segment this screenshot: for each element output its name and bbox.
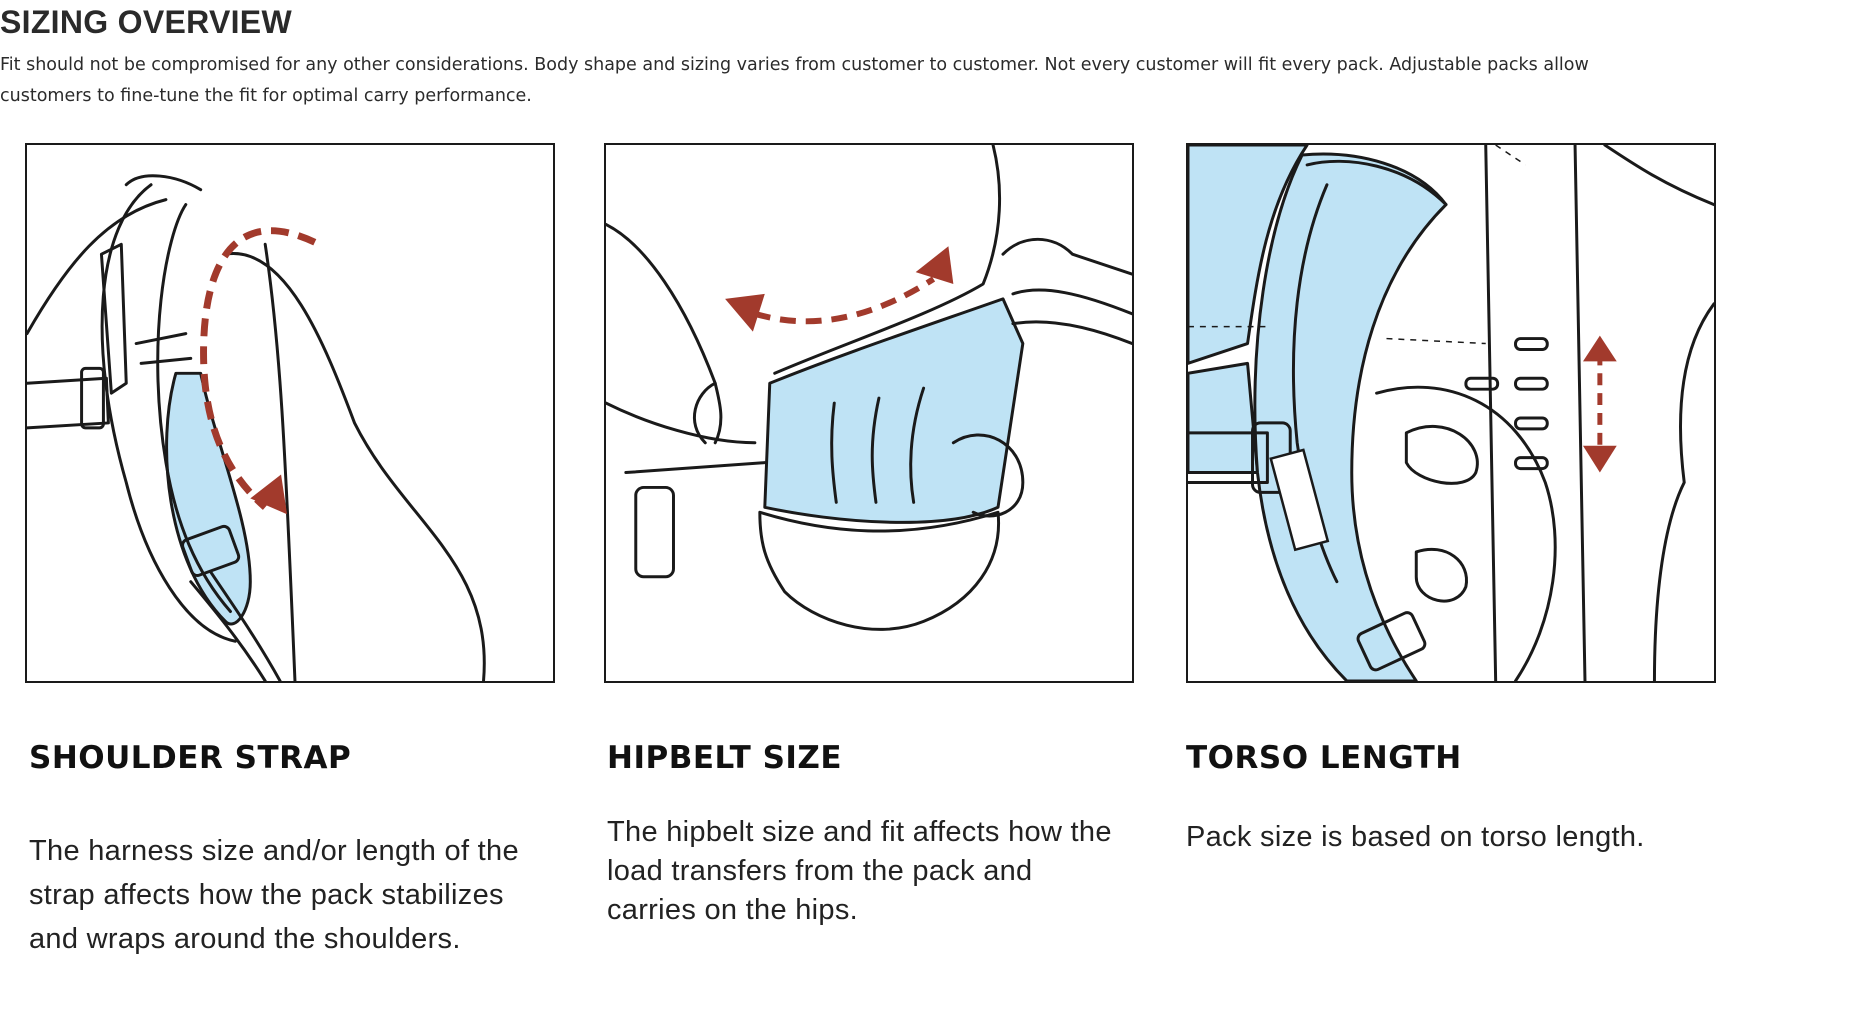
hipbelt-illustration	[604, 143, 1134, 683]
torso-length-illustration	[1186, 143, 1716, 683]
page-title: SIZING OVERVIEW	[0, 4, 292, 40]
shoulder-strap-text: The harness size and/or length of the st…	[29, 835, 519, 955]
shoulder-strap-title: SHOULDER STRAP	[29, 740, 352, 776]
hipbelt-text: The hipbelt size and fit affects how the…	[607, 816, 1112, 926]
hipbelt-title: HIPBELT SIZE	[607, 740, 843, 776]
shoulder-strap-illustration	[25, 143, 555, 683]
intro-text: Fit should not be compromised for any ot…	[0, 55, 1589, 106]
torso-length-title: TORSO LENGTH	[1186, 740, 1462, 776]
torso-length-text: Pack size is based on torso length.	[1186, 821, 1645, 853]
